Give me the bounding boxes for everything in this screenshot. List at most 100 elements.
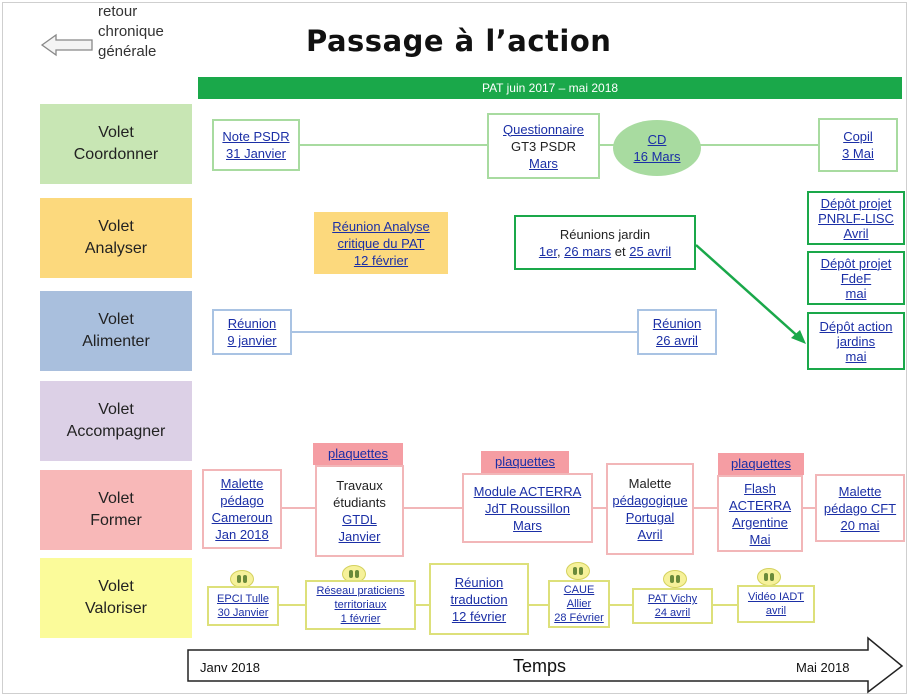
box-line: Avril	[843, 225, 869, 241]
box-line: Réunion Analyse	[332, 218, 430, 234]
jardin-arrow-line	[695, 244, 803, 341]
box-line: CAUE	[563, 584, 595, 596]
tag-plaquettes[interactable]: plaquettes	[481, 451, 569, 473]
box-line: CD	[647, 132, 667, 147]
back-line-2: chronique	[98, 23, 164, 40]
box-reunion-analyse[interactable]: Réunion Analyse critique du PAT 12 févri…	[314, 212, 448, 274]
volet-name: Coordonner	[73, 146, 159, 163]
box-line: Module ACTERRA	[473, 483, 582, 499]
timeline-start: Janv 2018	[200, 660, 260, 675]
box-line: FdeF	[840, 270, 872, 286]
box-line: 26 avril	[656, 333, 698, 348]
box-reseau-praticiens[interactable]: Réseau praticiens territoriaux 1 février	[305, 580, 416, 630]
box-line: pédago CFT	[823, 500, 897, 516]
box-line: Allier	[566, 598, 592, 610]
volet-name: Accompagner	[66, 423, 166, 440]
box-line: 9 janvier	[227, 333, 277, 348]
box-reunion-traduction[interactable]: Réunion traduction 12 février	[429, 563, 529, 635]
box-reunion-26-avril[interactable]: Réunion 26 avril	[637, 309, 717, 355]
box-depot-jardins[interactable]: Dépôt action jardins mai	[807, 312, 905, 370]
seedling-icon	[566, 562, 590, 580]
box-line: Mai	[749, 531, 771, 547]
box-depot-pnrlf[interactable]: Dépôt projet PNRLF-LISC Avril	[807, 191, 905, 245]
box-malette-cft[interactable]: Malette pédago CFT 20 mai	[815, 474, 905, 542]
box-line: Janvier	[338, 529, 381, 544]
box-line: Réunion	[652, 316, 702, 331]
box-line: critique du PAT	[337, 235, 425, 251]
box-line: Note PSDR	[222, 129, 290, 144]
volet-name: Alimenter	[82, 333, 150, 350]
timeline-arrow	[187, 636, 904, 694]
box-note-psdr[interactable]: Note PSDR 31 Janvier	[212, 119, 300, 171]
box-line: PAT Vichy	[647, 593, 698, 605]
date-link[interactable]: 26 mars	[564, 243, 612, 259]
volet-label: Volet	[98, 490, 134, 507]
box-line: Vidéo IADT	[747, 591, 805, 603]
box-line: mai	[845, 348, 867, 364]
oval-cd[interactable]: CD 16 Mars	[613, 120, 701, 176]
box-line: Dépôt action	[819, 318, 893, 334]
seedling-icon	[757, 568, 781, 586]
box-line: Avril	[637, 527, 663, 542]
box-line: avril	[765, 605, 787, 617]
box-line: Réunions jardin	[559, 226, 651, 242]
timeline-end: Mai 2018	[796, 660, 850, 675]
tag-plaquettes[interactable]: plaquettes	[718, 453, 804, 475]
page-title: Passage à l’action	[306, 24, 612, 58]
box-line: PNRLF-LISC	[818, 210, 894, 226]
box-line: Malette	[838, 483, 882, 499]
jardin-arrow-head	[791, 330, 806, 344]
box-line: JdT Roussillon	[484, 500, 571, 516]
box-reunion-9-janvier[interactable]: Réunion 9 janvier	[212, 309, 292, 355]
box-line: Mars	[513, 517, 542, 533]
back-line-3: générale	[98, 43, 157, 60]
volet-name: Analyser	[84, 240, 148, 257]
box-flash-acterra[interactable]: Flash ACTERRA Argentine Mai	[717, 475, 803, 552]
box-malette-portugal[interactable]: Malette pédagogique Portugal Avril	[606, 463, 694, 555]
box-line: Malette	[220, 476, 264, 491]
box-malette-cameroun[interactable]: Malette pédago Cameroun Jan 2018	[202, 469, 282, 549]
box-video-iadt[interactable]: Vidéo IADT avril	[737, 585, 815, 623]
box-line: 3 Mai	[842, 146, 874, 161]
box-line: jardins	[836, 333, 876, 349]
box-pat-vichy[interactable]: PAT Vichy 24 avril	[632, 588, 713, 624]
box-line: 28 Février	[554, 612, 604, 624]
box-line: 12 février	[353, 252, 409, 268]
box-line: GTDL	[342, 512, 377, 527]
volet-label: Volet	[98, 401, 134, 418]
box-line: traduction	[450, 591, 508, 607]
box-depot-fdef[interactable]: Dépôt projet FdeF mai	[807, 251, 905, 305]
box-line: territoriaux	[334, 599, 387, 611]
box-questionnaire[interactable]: Questionnaire GT3 PSDR Mars	[487, 113, 600, 179]
box-line: pédagogique	[612, 493, 688, 508]
box-line: Réunion	[454, 574, 504, 590]
back-arrow-icon[interactable]	[40, 33, 94, 57]
box-reunions-jardin[interactable]: Réunions jardin 1er, 26 mars et 25 avril	[514, 215, 696, 270]
box-line: Flash	[744, 480, 776, 496]
box-line: 30 Janvier	[217, 607, 269, 619]
box-line: Cameroun	[211, 510, 273, 525]
back-link[interactable]: retour chronique générale	[98, 2, 194, 62]
box-line: 20 mai	[840, 517, 880, 533]
box-travaux-etudiants[interactable]: Travaux étudiants GTDL Janvier	[315, 465, 404, 557]
box-caue-allier[interactable]: CAUE Allier 28 Février	[548, 580, 610, 628]
box-line: Copil	[843, 129, 873, 144]
box-line: Travaux	[336, 478, 383, 493]
box-line: mai	[845, 285, 867, 301]
box-line: 31 Janvier	[226, 146, 286, 161]
timeline-label: Temps	[513, 656, 567, 676]
tag-plaquettes[interactable]: plaquettes	[313, 443, 403, 465]
box-line: Réseau praticiens	[316, 585, 405, 597]
box-line: Argentine	[732, 514, 788, 530]
box-epci-tulle[interactable]: EPCI Tulle 30 Janvier	[207, 586, 279, 626]
date-link[interactable]: 1er	[538, 243, 557, 259]
date-link[interactable]: 25 avril	[629, 243, 672, 259]
volet-name: Former	[90, 512, 142, 529]
box-module-acterra[interactable]: Module ACTERRA JdT Roussillon Mars	[462, 473, 593, 543]
box-copil[interactable]: Copil 3 Mai	[818, 118, 898, 172]
